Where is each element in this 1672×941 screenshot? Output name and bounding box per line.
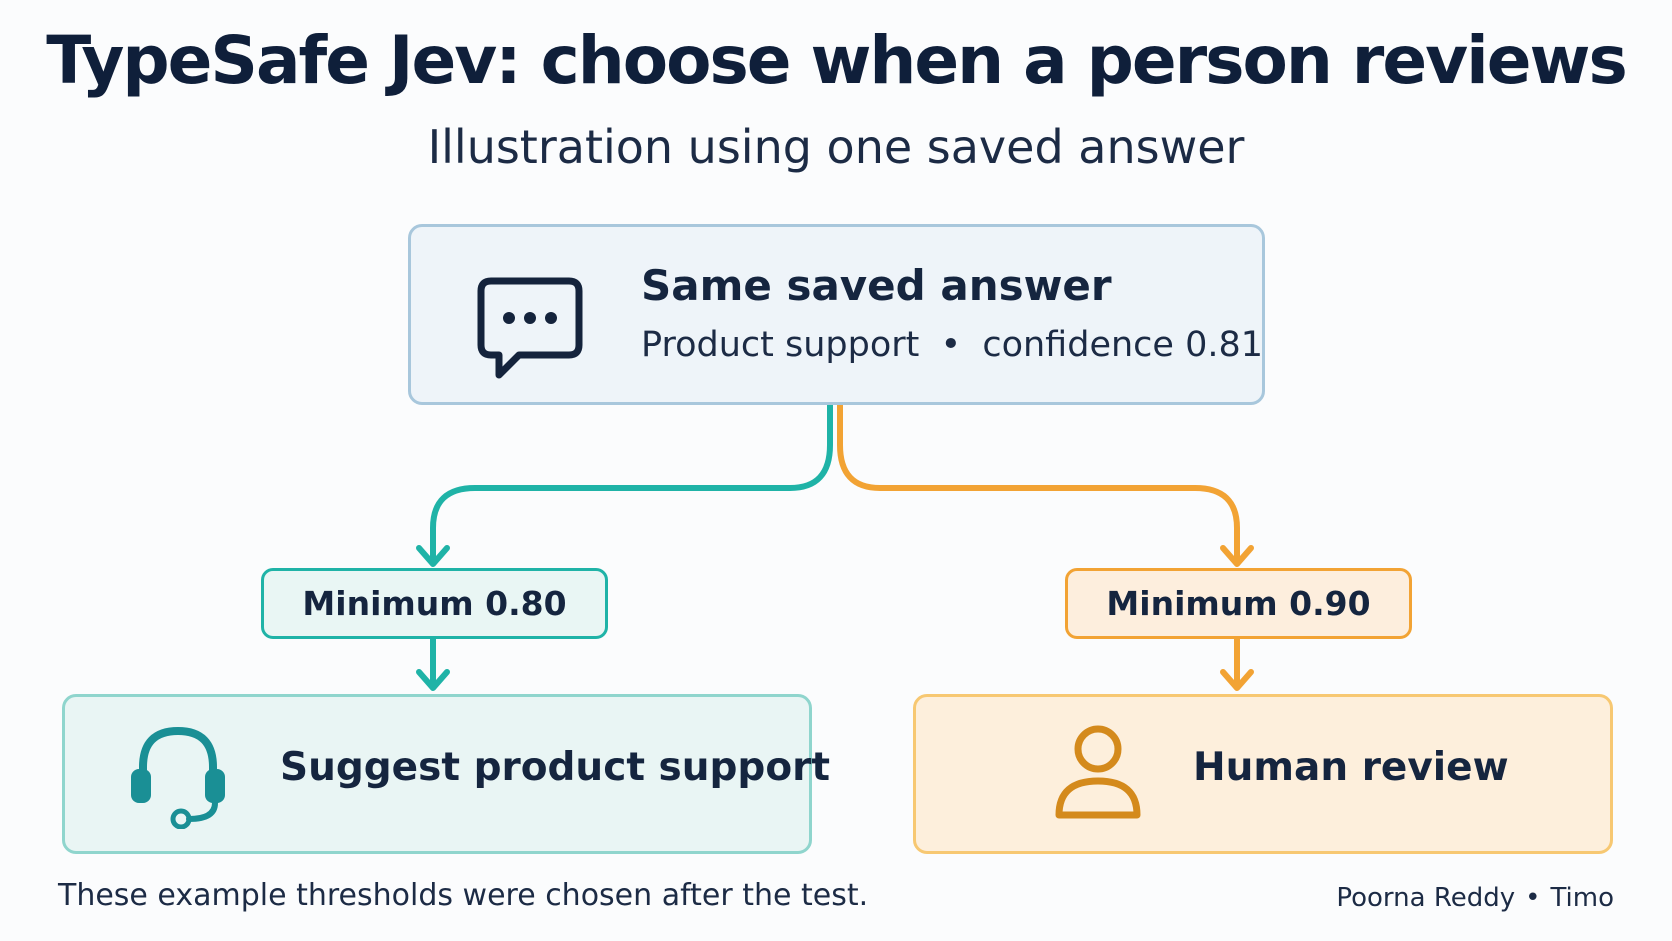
threshold-min-080: Minimum 0.80 [261,568,608,639]
answer-category: Product support [641,325,920,365]
person-icon [1055,725,1141,819]
arrowhead-min-090 [1220,545,1254,567]
arrowhead-human-review [1220,669,1254,691]
author-2: Timo [1550,883,1614,913]
saved-answer-heading: Same saved answer [641,261,1112,310]
arrowhead-min-080 [416,545,450,567]
saved-answer-card: Same saved answer Product support • conf… [408,224,1265,405]
detail-separator: • [940,325,962,365]
answer-confidence: confidence 0.81 [982,325,1263,365]
author-credit: Poorna Reddy • Timo [1336,883,1614,913]
page-subtitle: Illustration using one saved answer [427,120,1245,174]
connector-to-min-080 [430,402,833,563]
connector-to-min-090 [837,402,1240,563]
footnote: These example thresholds were chosen aft… [58,878,869,913]
credit-separator: • [1525,883,1541,913]
arrowhead-suggest-support [416,669,450,691]
outcome-label-suggest-support: Suggest product support [280,745,831,790]
page-title: TypeSafe Jev: choose when a person revie… [46,22,1628,99]
chat-bubble-icon [477,277,583,379]
outcome-label-human-review: Human review [1193,745,1509,790]
author-1: Poorna Reddy [1336,883,1516,913]
threshold-min-090: Minimum 0.90 [1065,568,1412,639]
saved-answer-detail: Product support • confidence 0.81 [641,325,1263,365]
outcome-human-review: Human review [913,694,1613,854]
outcome-suggest-support: Suggest product support [62,694,830,854]
headset-icon [131,726,225,829]
